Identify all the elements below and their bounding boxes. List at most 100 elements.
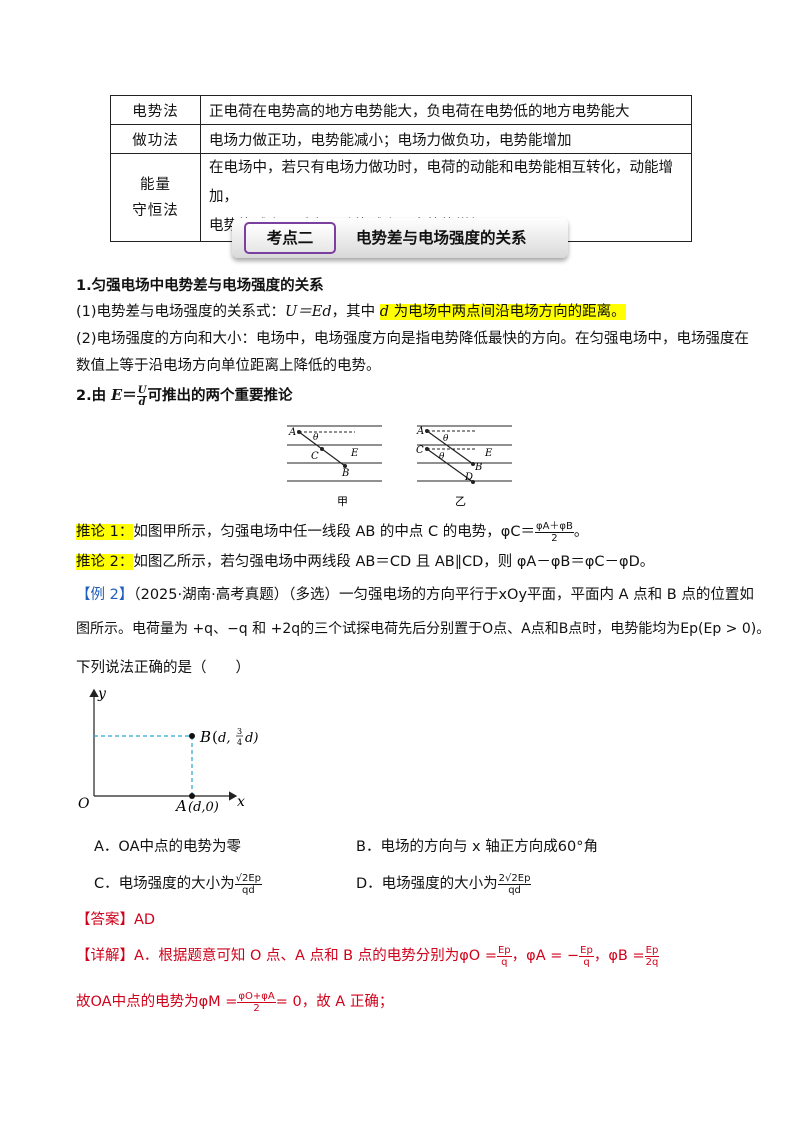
frac-den: qd (241, 884, 255, 896)
sec1-p2-line1: (2)电场强度的方向和大小：电场中，电场强度方向是指电势降低最快的方向。在匀强电… (76, 331, 750, 347)
figure-jia: A θ C E B 甲 (287, 425, 382, 508)
example-line-1: 【例 2】（2025·湖南·高考真题）（多选）一匀强电场的方向平行于xOy平面，… (76, 583, 754, 604)
sec1-heading: 1.匀强电场中电势差与电场强度的关系 (76, 278, 324, 294)
label-c: C (311, 451, 319, 462)
point-c (320, 447, 324, 451)
frac-den: q (583, 956, 590, 968)
point-a (297, 430, 301, 434)
method-desc-line: 在电场中，若只有电场力做功时，电荷的动能和电势能相互转化，动能增加， (209, 160, 673, 205)
b-coord-open: ( (212, 728, 218, 746)
option-b: B．电场的方向与 x 轴正方向成60°角 (356, 839, 598, 855)
p1-formula: U＝Ed (285, 304, 332, 320)
b-label: B (199, 728, 211, 746)
point-d (471, 480, 475, 484)
inference-1-text: 如图甲所示，匀强电场中任一线段 AB 的中点 C 的电势，φC＝ (133, 524, 535, 540)
label-b: B (341, 468, 349, 479)
banner-tag: 考点二 (244, 222, 336, 254)
detail-text: A．根据题意可知 O 点、A 点和 B 点的电势分别为φO = (134, 948, 497, 964)
b-coord-d: d, (218, 731, 230, 746)
answer: 【答案】AD (76, 908, 155, 929)
section-banner: 考点二 电势差与电场强度的关系 (232, 218, 568, 258)
p1-prefix: (1)电势差与电场强度的关系式： (76, 304, 286, 320)
point-c (425, 447, 429, 451)
sec2-suffix: 可推出的两个重要推论 (147, 388, 293, 404)
label-a: A (416, 426, 424, 437)
inference-1: 推论 1：如图甲所示，匀强电场中任一线段 AB 的中点 C 的电势，φC＝φA＋… (76, 520, 588, 544)
answer-value: AD (134, 912, 156, 928)
detail-text: 故OA中点的电势为φM = (76, 994, 238, 1010)
sec1-p1: (1)电势差与电场强度的关系式：U＝Ed，其中 d 为电场中两点间沿电场方向的距… (76, 300, 626, 321)
method-name-line: 守恒法 (132, 202, 179, 219)
label-b: B (474, 462, 482, 473)
detail-sep: ，φA = − (511, 948, 580, 964)
frac-num: U (136, 384, 148, 397)
caption-yi: 乙 (455, 495, 466, 508)
table-row: 做功法 电场力做正功，电势能减小；电场力做负功，电势能增加 (110, 124, 692, 154)
b-coord-num: 3 (237, 727, 242, 736)
example-text: （2025·湖南·高考真题）（多选）一匀强电场的方向平行于xOy平面，平面内 A… (133, 587, 754, 603)
answer-label: 【答案】 (76, 912, 134, 928)
frac-den: 2q (645, 956, 659, 968)
detail-end: = 0，故 A 正确； (275, 994, 394, 1010)
frac-den: 2 (551, 532, 558, 544)
label-theta: θ (439, 452, 445, 462)
p1-d: d (379, 304, 390, 320)
label-e: E (484, 448, 493, 459)
segment-ab (426, 430, 474, 465)
frac-num: Ep (496, 944, 512, 957)
point-b (471, 462, 475, 466)
label-theta: θ (313, 433, 319, 443)
p1-mid: ，其中 (331, 304, 380, 320)
detail-sep: ，φB = (593, 948, 645, 964)
point-a (189, 793, 195, 799)
inference-2-label: 推论 2： (76, 554, 134, 570)
banner-title: 电势差与电场强度的关系 (356, 229, 527, 247)
method-name: 能量 守恒法 (110, 153, 201, 242)
method-name: 电势法 (110, 95, 201, 125)
p1-highlight: 为电场中两点间沿电场方向的距离。 (389, 304, 626, 320)
segment-cd (426, 448, 474, 483)
point-b (343, 464, 347, 468)
detail-label: 【详解】 (76, 948, 134, 964)
method-name: 做功法 (110, 124, 201, 154)
method-name-line: 能量 (140, 176, 171, 193)
frac-num: φA＋φB (534, 520, 574, 533)
coordinate-graph: y x O B ( d, 3 4 d) A (d,0) (78, 686, 258, 814)
origin-label: O (78, 796, 90, 812)
example-tag: 【例 2】 (76, 587, 134, 603)
inference-2-text: 如图乙所示，若匀强电场中两线段 AB＝CD 且 AB∥CD，则 φA－φB＝φC… (133, 554, 655, 570)
b-coord-den: 4 (237, 738, 242, 747)
inference-1-end: 。 (573, 524, 589, 540)
label-a: A (288, 427, 296, 438)
table-row: 电势法 正电荷在电势高的地方电势能大，负电荷在电势低的地方电势能大 (110, 95, 692, 125)
sec2-prefix: 2.由 (76, 388, 112, 404)
label-theta: θ (443, 434, 449, 444)
option-d-prefix: D．电场强度的大小为 (356, 876, 498, 892)
point-a (425, 429, 429, 433)
example-line-2: 图所示。电荷量为 +q、−q 和 +2q的三个试探电荷先后分别置于O点、A点和B… (76, 621, 771, 637)
option-c-prefix: C．电场强度的大小为 (94, 876, 235, 892)
frac-den: q (501, 956, 508, 968)
example-line-3: 下列说法正确的是（ ） (76, 660, 250, 676)
a-coord: (d,0) (188, 800, 219, 814)
frac-num: 2√2Ep (497, 872, 532, 885)
option-a: A．OA中点的电势为零 (94, 839, 241, 855)
label-e: E (350, 448, 359, 459)
frac-den: qd (508, 884, 521, 896)
caption-jia: 甲 (337, 495, 348, 508)
inference-1-label: 推论 1： (76, 524, 134, 540)
x-label: x (237, 794, 245, 810)
a-label: A (174, 797, 187, 814)
point-b (189, 733, 195, 739)
sec1-p2-line2: 数值上等于沿电场方向单位距离上降低的电势。 (76, 358, 381, 374)
y-label: y (97, 686, 107, 702)
sec2-E: E (111, 387, 123, 404)
